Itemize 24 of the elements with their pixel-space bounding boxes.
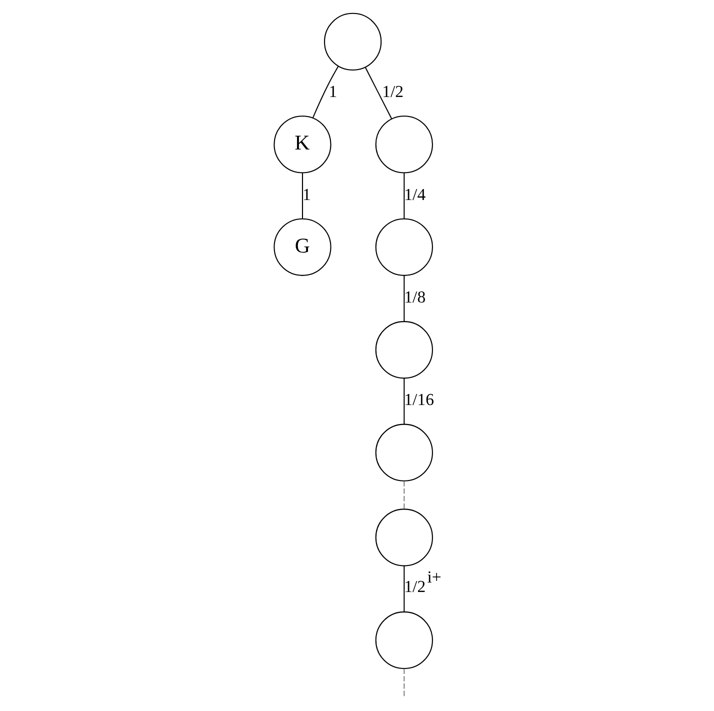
connector	[404, 172, 405, 219]
connector	[365, 67, 392, 120]
connector	[312, 66, 339, 118]
connector	[404, 481, 405, 509]
edge-label: 1/8	[404, 288, 426, 307]
connector	[404, 276, 405, 322]
node-circle	[375, 218, 433, 276]
node-circle	[375, 321, 433, 379]
node-circle	[375, 611, 433, 670]
edge-label: 1/4	[404, 184, 426, 204]
node-circle	[324, 12, 382, 71]
edge-label: 1	[302, 184, 311, 204]
edge-label: 1	[328, 82, 338, 102]
edge-label: 1/16	[404, 390, 434, 410]
connector	[404, 378, 405, 424]
node-circle: K	[274, 116, 332, 174]
node-circle: G	[274, 218, 332, 276]
node-circle	[375, 424, 433, 482]
node-circle	[375, 508, 433, 566]
connector	[404, 566, 405, 612]
connector	[302, 172, 304, 219]
node-circle	[375, 116, 433, 174]
edge-label: 1/2	[382, 82, 404, 102]
connector	[404, 668, 405, 697]
